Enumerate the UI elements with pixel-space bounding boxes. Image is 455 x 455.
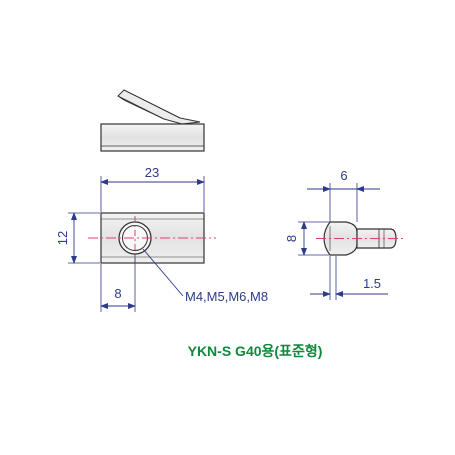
dimension-side-height-label: 8 bbox=[284, 235, 299, 242]
dimension-side-width-label: 6 bbox=[340, 168, 347, 183]
spring-clip-edge bbox=[117, 89, 181, 120]
dimension-length-label: 23 bbox=[145, 165, 159, 180]
front-view: 23 12 8 M4,M5,M6,M8 bbox=[55, 165, 268, 312]
side-view: 6 8 1.5 bbox=[284, 168, 404, 300]
thread-callout: M4,M5,M6,M8 bbox=[185, 289, 268, 304]
spring-clip bbox=[117, 89, 201, 125]
dimension-height-label: 12 bbox=[55, 231, 70, 245]
thread-leader bbox=[142, 248, 184, 297]
top-view bbox=[100, 89, 205, 152]
product-caption: YKN-S G40용(표준형) bbox=[188, 343, 323, 359]
nut-body-top bbox=[100, 123, 205, 152]
dimension-shoulder-label: 1.5 bbox=[363, 276, 381, 291]
nut-body-front bbox=[100, 212, 205, 264]
dimension-hole-offset-label: 8 bbox=[114, 286, 121, 301]
